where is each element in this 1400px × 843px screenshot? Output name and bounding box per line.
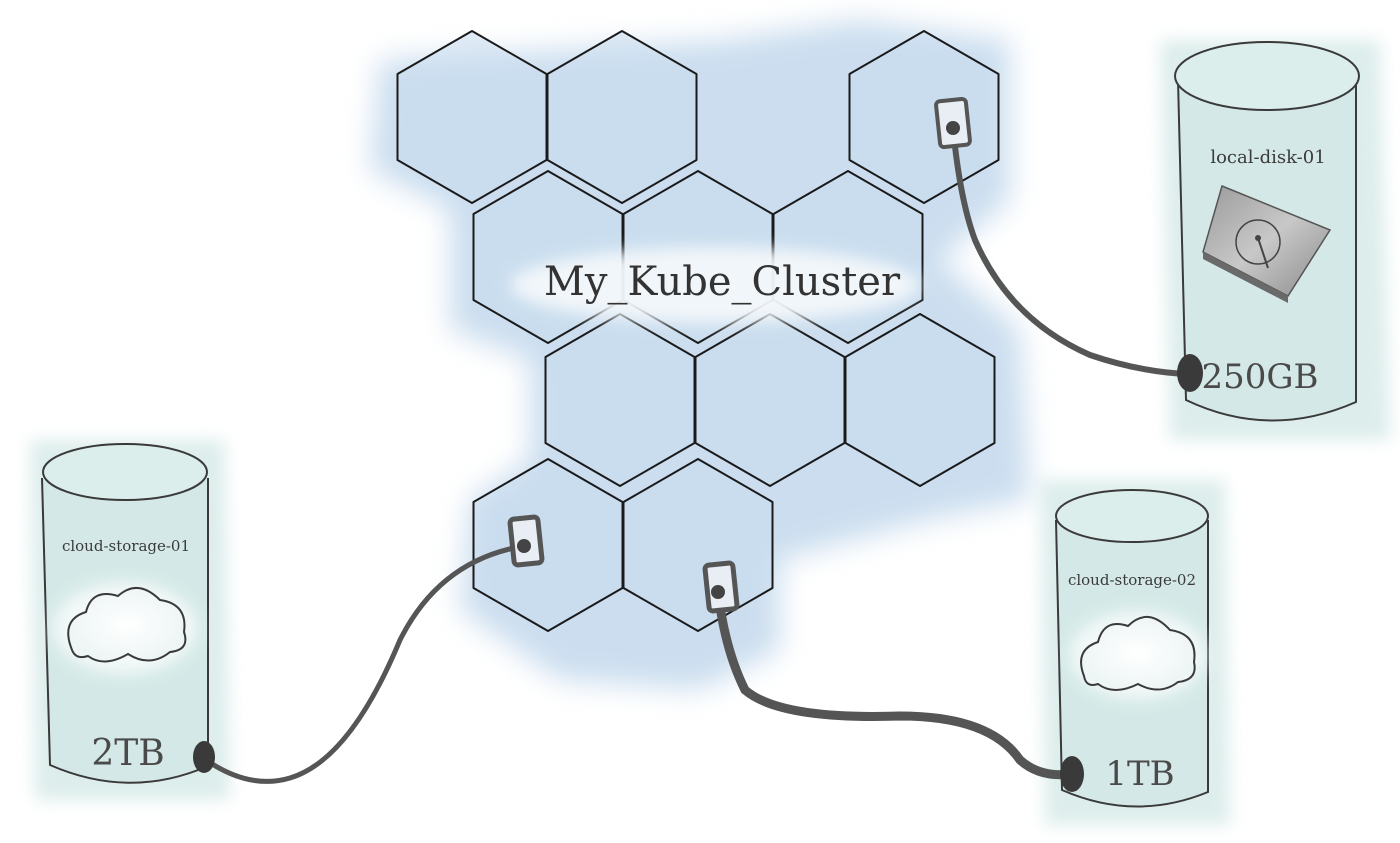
storage-capacity: 2TB (91, 733, 164, 774)
cable-cloud-storage-01 (203, 543, 527, 784)
storage-capacity: 1TB (1105, 754, 1174, 794)
storage-local-disk-01: local-disk-01 250GB (1160, 40, 1390, 440)
socket-icon (507, 514, 545, 568)
storage-name: cloud-storage-02 (1068, 571, 1196, 589)
socket-icon (702, 560, 740, 614)
storage-cloud-storage-01: cloud-storage-01 2TB (30, 440, 230, 800)
storage-name: local-disk-01 (1210, 147, 1325, 168)
volume-plugs (193, 354, 1203, 792)
plug-icon (1060, 756, 1084, 792)
storage-cloud-storage-02: cloud-storage-02 1TB (1040, 480, 1230, 825)
cloud-icon (1070, 611, 1206, 699)
storage-name: cloud-storage-01 (62, 537, 190, 555)
cluster-node-hexagon (848, 30, 1000, 204)
cloud-icon (53, 582, 197, 674)
socket-icon (934, 96, 972, 150)
volume-cables (203, 125, 1191, 784)
plug-icon (193, 741, 215, 773)
cluster-name: My_Kube_Cluster (544, 259, 901, 305)
plug-icon (1177, 354, 1203, 392)
hard-disk-icon (1202, 184, 1332, 303)
cable-local-disk (950, 125, 1191, 377)
cluster-name-highlight (510, 247, 920, 323)
cable-cloud-storage-02 (713, 587, 1077, 780)
volume-sockets (507, 96, 972, 614)
storage-capacity: 250GB (1201, 357, 1318, 397)
cluster-node-hexagon (546, 30, 698, 204)
cluster-node-hexagon (844, 313, 996, 487)
